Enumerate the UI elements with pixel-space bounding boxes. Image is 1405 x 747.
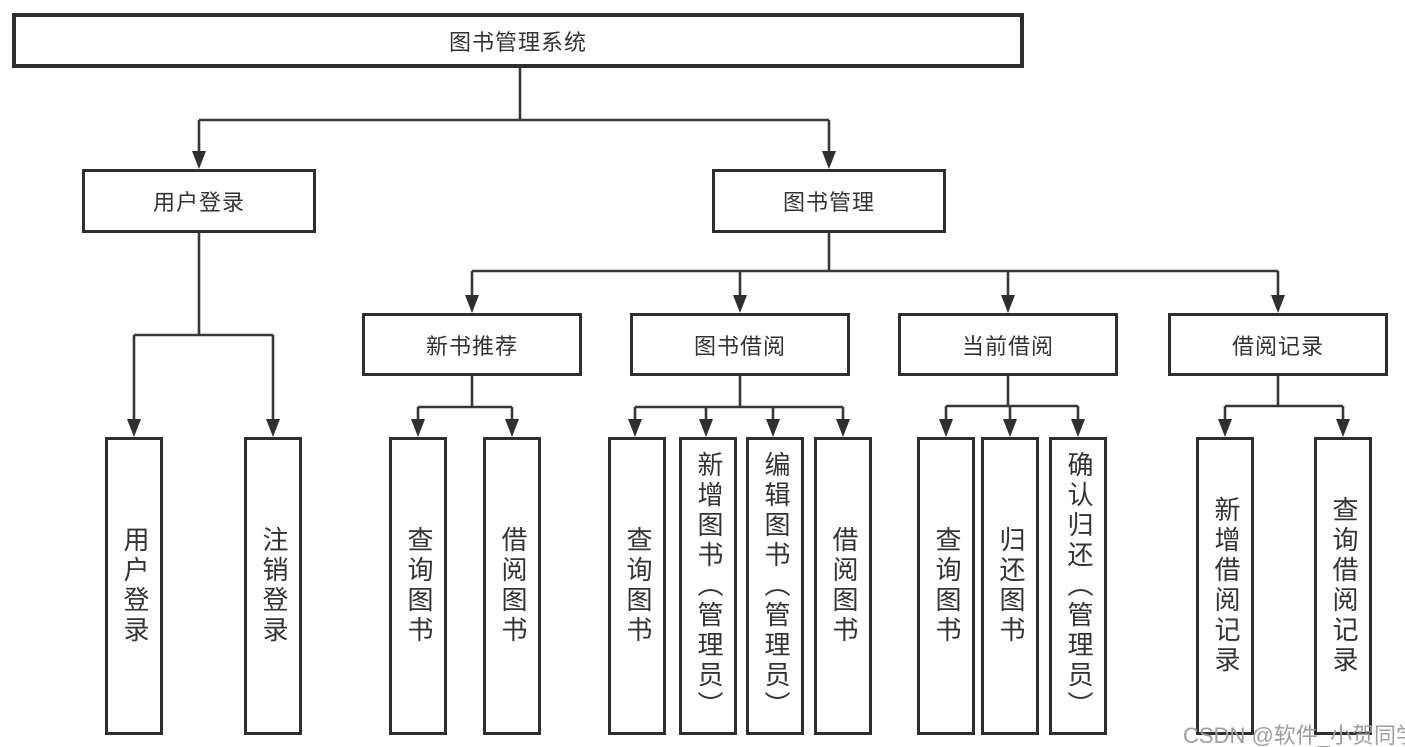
node-leaf-logout: 注销登录 [244,437,302,735]
arrow-down-icon [836,419,850,437]
node-leaf-borrow-books-1: 借阅图书 [483,437,541,735]
node-label: 查询借阅记录 [1329,496,1358,676]
arrow-down-icon [939,419,953,437]
node-leaf-add-borrow-record: 新增借阅记录 [1196,437,1254,735]
node-leaf-query-borrow-record: 查询借阅记录 [1314,437,1372,735]
arrow-down-icon [766,419,780,437]
node-label: 新增借阅记录 [1211,496,1240,676]
node-leaf-user-login: 用户登录 [105,437,163,735]
node-label: 查询图书 [404,526,433,646]
arrow-down-icon [699,419,713,437]
node-book-management: 图书管理 [712,169,946,233]
node-leaf-confirm-return-admin: 确认归还（管理员） [1049,437,1107,735]
arrow-down-icon [1336,419,1350,437]
node-label: 当前借阅 [961,333,1054,359]
node-label: 用户登录 [152,190,245,215]
node-library-system: 图书管理系统 [12,13,1024,68]
watermark: CSDN @软件_小贺同学 [1183,723,1405,747]
node-leaf-edit-book-admin: 编辑图书（管理员） [746,437,804,735]
node-label: 图书管理系统 [448,29,587,55]
arrow-down-icon [1271,295,1285,313]
node-label: 查询图书 [932,526,961,646]
node-label: 新书推荐 [425,333,518,359]
arrow-down-icon [1218,419,1232,437]
node-label: 图书管理 [782,190,875,215]
node-label: 借阅图书 [498,526,527,646]
node-leaf-borrow-books-2: 借阅图书 [814,437,872,735]
arrow-down-icon [1003,419,1017,437]
node-leaf-query-books-3: 查询图书 [917,437,975,735]
node-borrowing-records: 借阅记录 [1168,313,1388,376]
arrow-down-icon [465,295,479,313]
arrow-down-icon [733,295,747,313]
connector-path [132,68,1345,423]
node-leaf-query-books-1: 查询图书 [389,437,447,735]
node-label: 确认归还（管理员） [1064,451,1093,721]
arrow-down-icon [266,419,280,437]
node-label: 查询图书 [623,526,652,646]
node-label: 借阅图书 [829,526,858,646]
node-label: 用户登录 [120,526,149,646]
node-current-borrowing: 当前借阅 [898,313,1118,376]
arrow-down-icon [505,419,519,437]
arrow-down-icon [1071,419,1085,437]
arrow-down-icon [1001,295,1015,313]
arrowheads [127,151,1350,437]
node-leaf-return-book: 归还图书 [981,437,1039,735]
node-label: 新增图书（管理员） [694,451,723,721]
node-leaf-add-book-admin: 新增图书（管理员） [679,437,737,735]
node-label: 编辑图书（管理员） [761,451,790,721]
arrow-down-icon [628,419,642,437]
arrow-down-icon [411,419,425,437]
arrow-down-icon [127,419,141,437]
node-leaf-query-books-2: 查询图书 [608,437,666,735]
node-user-login: 用户登录 [82,169,316,233]
node-label: 注销登录 [259,526,288,646]
node-label: 图书借阅 [693,333,786,359]
node-label: 借阅记录 [1231,333,1324,359]
node-book-borrowing: 图书借阅 [630,313,850,376]
node-new-book-recommend: 新书推荐 [362,313,582,376]
arrow-down-icon [822,151,836,169]
arrow-down-icon [192,151,206,169]
node-label: 归还图书 [996,526,1025,646]
